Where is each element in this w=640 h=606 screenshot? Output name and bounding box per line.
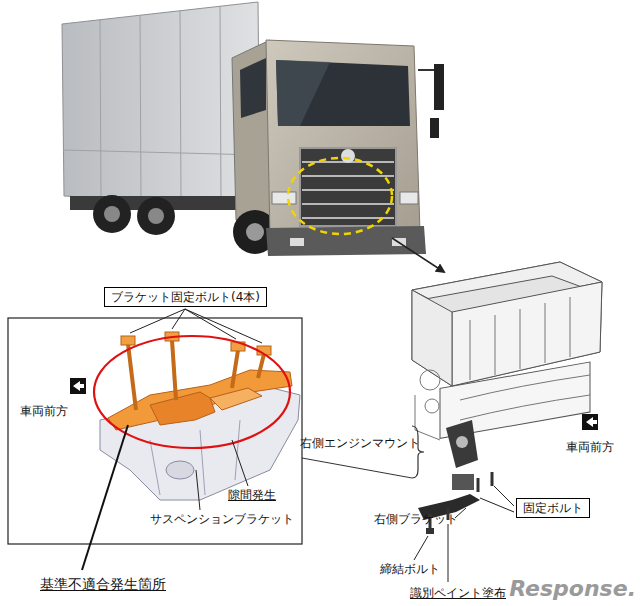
box-text: ブラケット固定ボルト(4本) — [111, 290, 260, 304]
part-label: サスペンションブラケット — [150, 512, 294, 526]
direction-label: 車両前方 — [566, 440, 614, 454]
bracket — [412, 426, 424, 478]
engine-illustration — [412, 262, 602, 440]
part-label: 右側エンジンマウント — [300, 436, 420, 450]
defect-label: 隙間発生 — [228, 488, 276, 502]
part-label: 識別ペイント塗布 — [410, 586, 506, 600]
part-label: 右側ブラケット — [374, 512, 458, 526]
detail-link-line — [302, 458, 412, 478]
bolt — [128, 340, 264, 410]
label-box: ブラケット固定ボルト(4本) — [104, 287, 267, 307]
label-box: 固定ボルト — [516, 498, 590, 518]
highlight-ellipse — [94, 336, 290, 448]
pointer-line — [82, 425, 128, 570]
detail-frame — [8, 318, 302, 544]
leader-lines — [130, 309, 262, 510]
direction-icon — [70, 378, 86, 394]
watermark: Response. — [509, 576, 636, 601]
direction-icon — [582, 414, 598, 430]
part-label: 締結ボルト — [380, 562, 440, 576]
direction-label: 車両前方 — [20, 404, 68, 418]
box-text: 固定ボルト — [523, 501, 583, 515]
nonconformity-label: 基準不適合発生箇所 — [40, 576, 166, 593]
truck-illustration — [62, 2, 444, 256]
